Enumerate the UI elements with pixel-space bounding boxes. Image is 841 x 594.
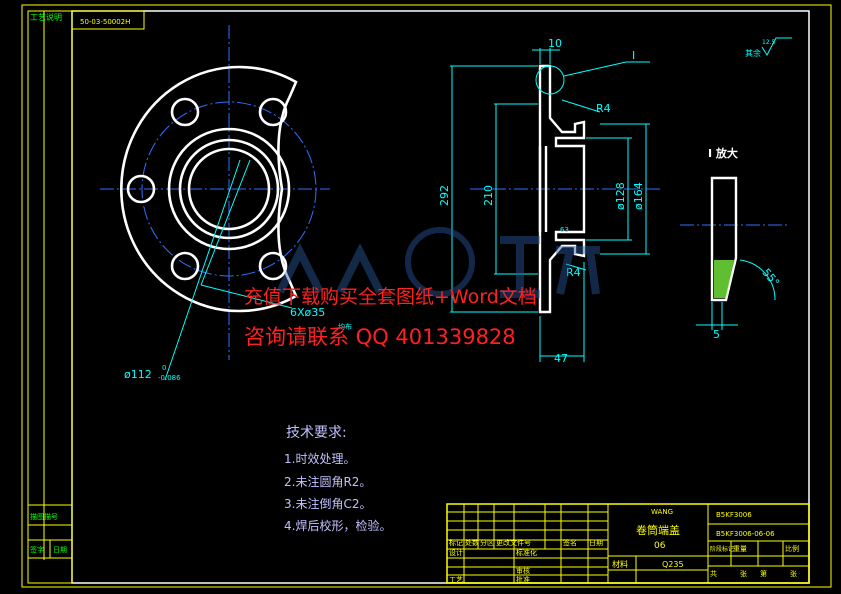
roughness-rest: 其余 — [745, 48, 761, 58]
tb-scale: 比例 — [785, 544, 799, 553]
watermark-line-1: 充值下载购买全套图纸+Word文档 — [244, 286, 537, 308]
tb-sheet-b: 张 — [790, 569, 797, 578]
section-view — [450, 48, 660, 362]
detail-view — [680, 176, 790, 330]
dim-128: ø128 — [614, 182, 627, 210]
tb-review: 审核 — [516, 566, 530, 575]
tb-sign: 签名 — [563, 538, 577, 547]
front-leaders — [164, 159, 293, 381]
dim-r4-top: R4 — [596, 102, 611, 115]
layer-label: 描图描号 — [30, 512, 58, 521]
section-dims — [450, 48, 650, 362]
dim-10: 10 — [548, 37, 562, 50]
tb-total: 共 — [710, 569, 717, 578]
tb-change-doc: 更改文件号 — [496, 538, 531, 547]
tb-material-label: 材料 — [612, 559, 628, 569]
holes-subtext: 均布 — [338, 322, 352, 331]
dim-r4-bottom: R4 — [566, 266, 581, 279]
dim-210: 210 — [482, 185, 495, 206]
holes-dimension: 6Xø35 — [290, 306, 325, 319]
tech-item-3: 3.未注倒角C2。 — [284, 496, 371, 511]
tb-process: 工艺 — [449, 576, 463, 584]
detail-width-5: 5 — [713, 328, 720, 341]
d112-tol-low: -0.086 — [158, 374, 181, 382]
tb-part-name: 卷筒端盖 — [636, 523, 680, 537]
drawing-code: 50-03-50002H — [80, 18, 130, 26]
section-outline — [538, 64, 586, 314]
detail-circle — [535, 65, 565, 95]
dim-63: 63 — [560, 226, 569, 234]
watermark-logo — [276, 227, 600, 298]
process-label: 工艺说明 — [30, 12, 62, 22]
title-block — [446, 503, 810, 584]
date-label: 日期 — [53, 546, 67, 554]
tech-item-2: 2.未注圆角R2。 — [284, 474, 371, 489]
tb-part-code: 06 — [654, 541, 666, 551]
tb-approve: 批准 — [516, 575, 530, 584]
tech-item-4: 4.焊后校形，检验。 — [284, 518, 391, 533]
sign-label: 签字 — [30, 545, 44, 554]
dim-47: 47 — [554, 352, 568, 365]
tb-stage: 阶段标记 — [710, 545, 734, 553]
detail-title: I 放大 — [708, 146, 738, 160]
front-view — [100, 25, 330, 381]
detail-angle: 55° — [759, 266, 781, 289]
tb-material: Q235 — [662, 560, 684, 569]
tb-code-mid: B5KF3006-06-06 — [716, 530, 775, 538]
tech-item-1: 1.时效处理。 — [284, 451, 355, 466]
roughness-symbol — [761, 37, 792, 57]
roughness-value: 12.5 — [762, 39, 776, 46]
tb-brand: WANG — [651, 508, 673, 516]
d112-dimension: ø112 — [124, 368, 152, 381]
tb-count: 处数 — [465, 538, 479, 547]
tb-date: 日期 — [589, 539, 603, 547]
tb-nth: 第 — [760, 569, 767, 578]
tb-standard: 标准化 — [516, 548, 537, 557]
side-strip — [27, 10, 73, 584]
dim-164: ø164 — [632, 182, 645, 210]
tech-title: 技术要求: — [286, 425, 347, 441]
drawing-code-box — [71, 10, 145, 30]
detail-callout: I — [632, 49, 635, 62]
tb-designer: 设计 — [449, 548, 463, 557]
tb-sheet-a: 张 — [740, 569, 747, 578]
tb-code-top: B5KF3006 — [716, 511, 752, 519]
dim-292: 292 — [438, 185, 451, 206]
tb-weight: 重量 — [733, 545, 747, 553]
tb-zone: 分区 — [480, 538, 494, 547]
front-outline — [120, 65, 298, 313]
watermark-line-2: 咨询请联系 QQ 401339828 — [244, 325, 516, 349]
tb-mark: 标记 — [449, 538, 463, 547]
d112-tol-high: 0 — [162, 364, 166, 372]
